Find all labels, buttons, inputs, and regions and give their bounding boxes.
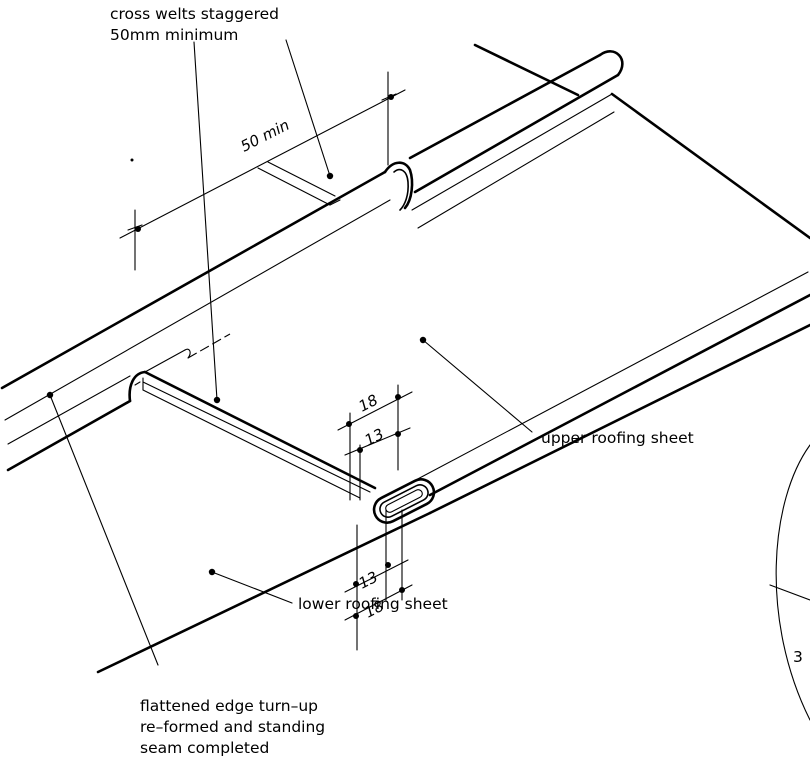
label-cross-welts-line2: 50mm minimum — [110, 26, 238, 44]
label-upper-roofing-sheet: upper roofing sheet — [541, 429, 694, 447]
dimension-label-upper-13: 13 — [362, 425, 387, 450]
adjacent-detail-fragment: 3 — [769, 444, 810, 721]
standing-seam-roll — [0, 43, 810, 472]
label-lower-roofing-sheet: lower roofing sheet — [298, 595, 448, 613]
dimension-lower-seam: 13 18 — [344, 509, 413, 651]
upper-roofing-sheet-outline — [142, 271, 810, 499]
dimension-label-lower-13: 13 — [356, 568, 381, 593]
label-cross-welts-line1: cross welts staggered — [110, 5, 279, 23]
dimension-upper-seam: 18 13 — [337, 384, 413, 501]
annotation-labels: cross welts staggered 50mm minimum upper… — [110, 5, 694, 757]
adjacent-detail-number: 3 — [793, 648, 803, 666]
dimension-label-50min: 50 min — [238, 116, 293, 156]
dimension-label-upper-18: 18 — [356, 391, 381, 416]
leader-lines — [46, 39, 533, 666]
label-flattened-edge-line3: seam completed — [140, 739, 269, 757]
cross-welt-detail — [128, 161, 341, 403]
lower-roofing-sheet-outline — [96, 323, 810, 674]
label-flattened-edge-line2: re–formed and standing — [140, 718, 325, 736]
seam-cross-section — [372, 478, 436, 524]
label-flattened-edge-line1: flattened edge turn–up — [140, 697, 318, 715]
